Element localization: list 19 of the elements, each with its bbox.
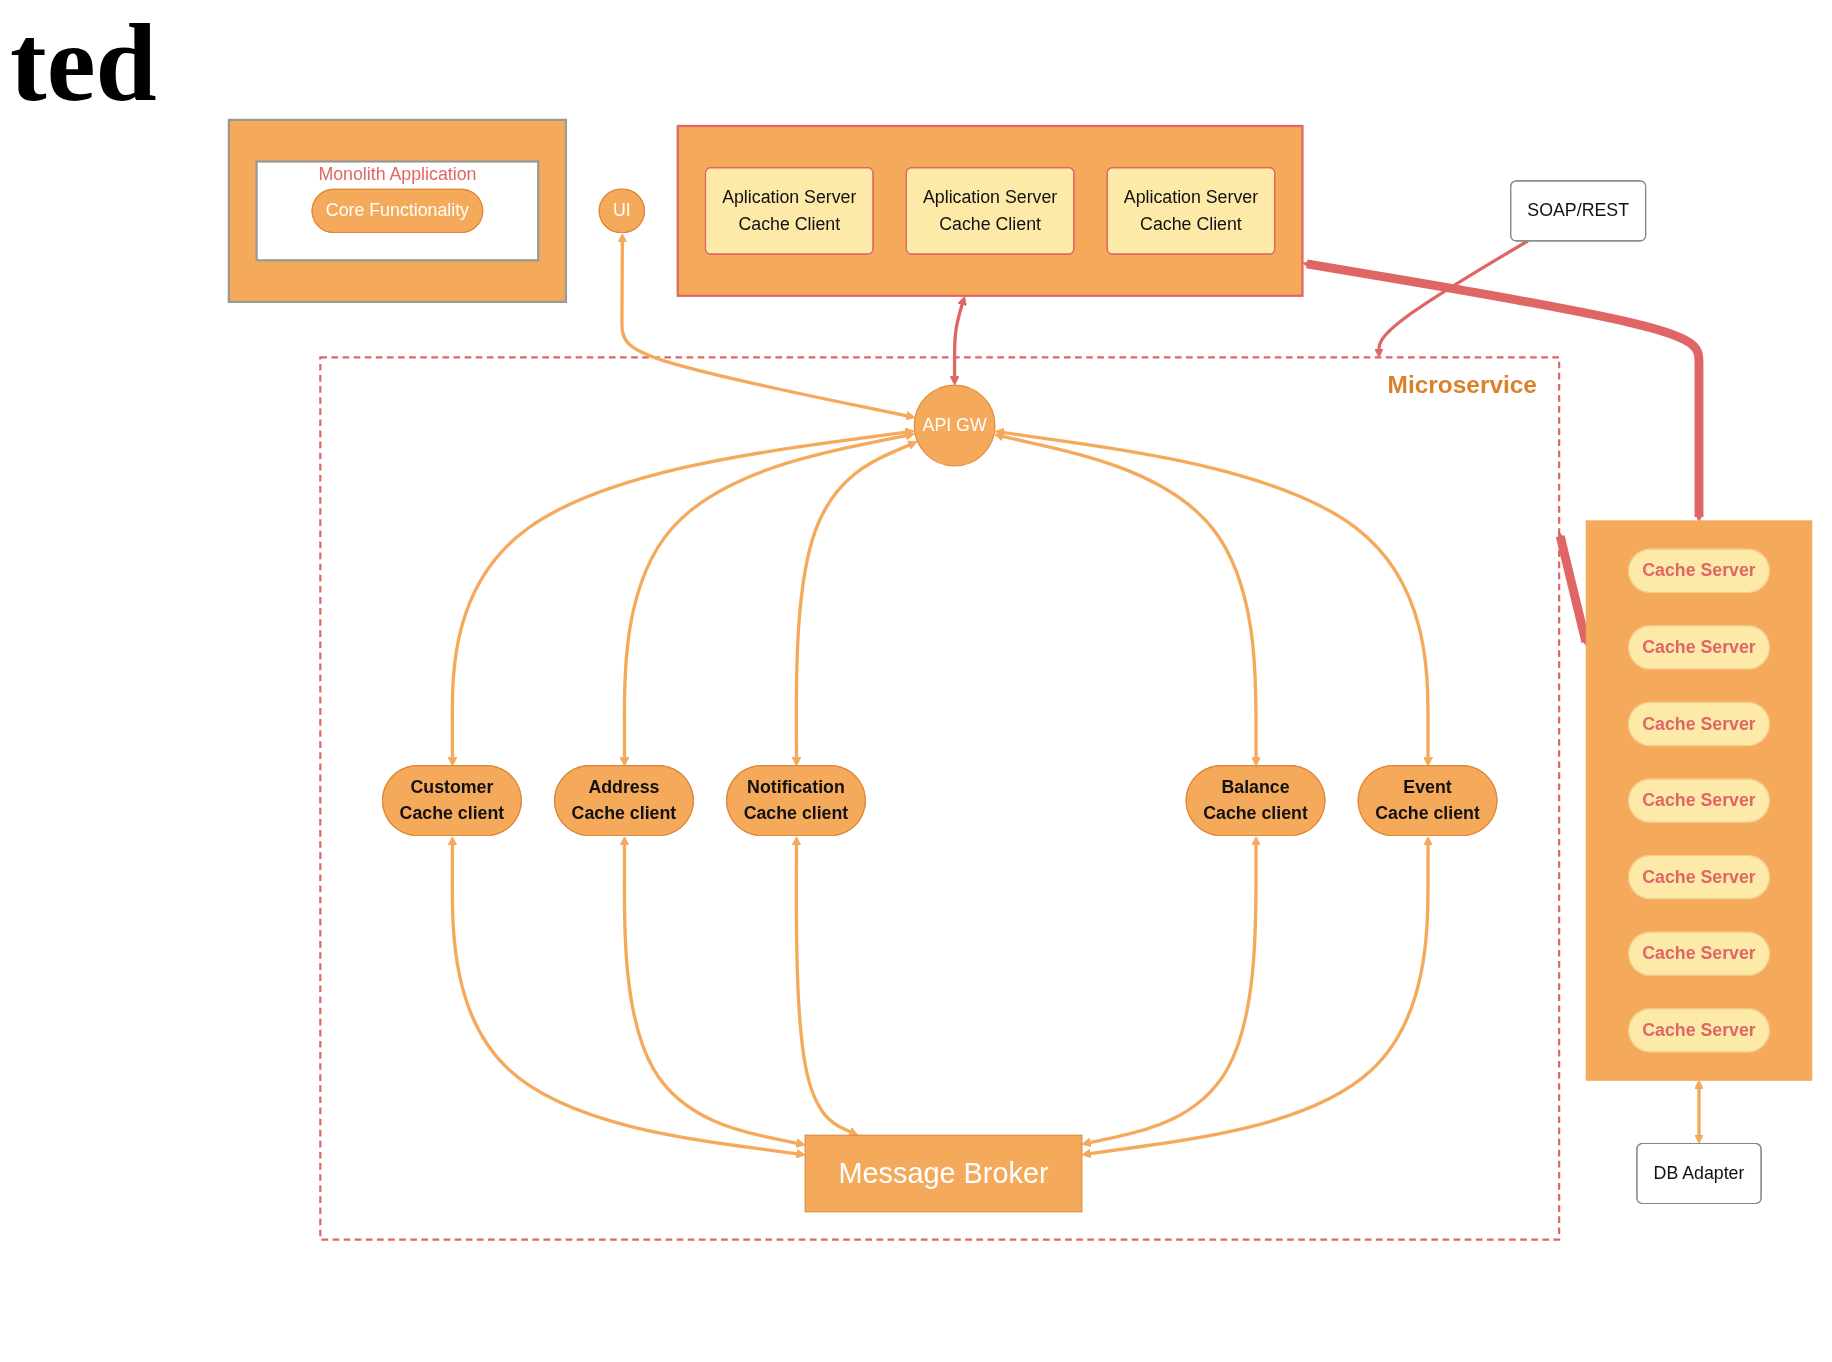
arrow bbox=[994, 432, 1261, 767]
arrow bbox=[791, 440, 918, 767]
arrow bbox=[949, 296, 967, 386]
arrow bbox=[447, 427, 915, 767]
title: ted bbox=[10, 1, 157, 126]
arrow bbox=[994, 428, 1433, 767]
arrow bbox=[617, 233, 916, 421]
arrow bbox=[791, 836, 859, 1137]
arrow bbox=[447, 836, 806, 1159]
cluster bbox=[1585, 520, 1813, 1082]
arrow bbox=[619, 836, 806, 1149]
arrow bbox=[1081, 836, 1261, 1148]
cluster bbox=[676, 125, 1304, 298]
arrow bbox=[619, 431, 916, 767]
node-circle: API GW bbox=[913, 384, 996, 467]
cluster bbox=[227, 119, 568, 304]
arrow bbox=[1694, 1080, 1704, 1145]
arrow bbox=[1081, 836, 1433, 1159]
node-box: Message Broker bbox=[804, 1134, 1083, 1213]
